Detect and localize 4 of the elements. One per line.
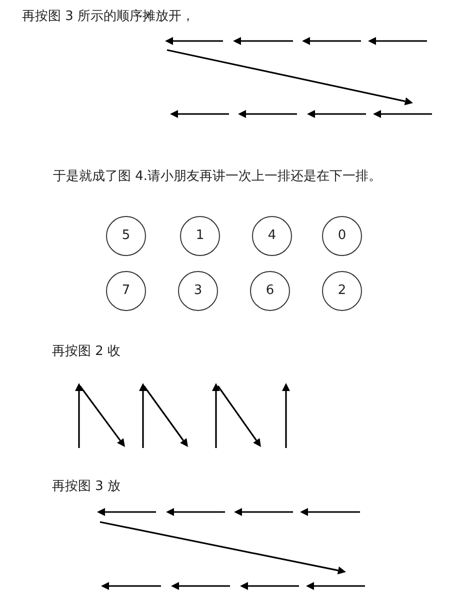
instruction-text: 再按图 2 收 xyxy=(52,343,121,361)
instruction-text: 于是就成了图 4.请小朋友再讲一次上一排还是在下一排。 xyxy=(53,168,382,186)
instruction-text: 再按图 3 所示的顺序摊放开， xyxy=(22,8,195,26)
instruction-text: 再按图 3 放 xyxy=(52,478,121,496)
